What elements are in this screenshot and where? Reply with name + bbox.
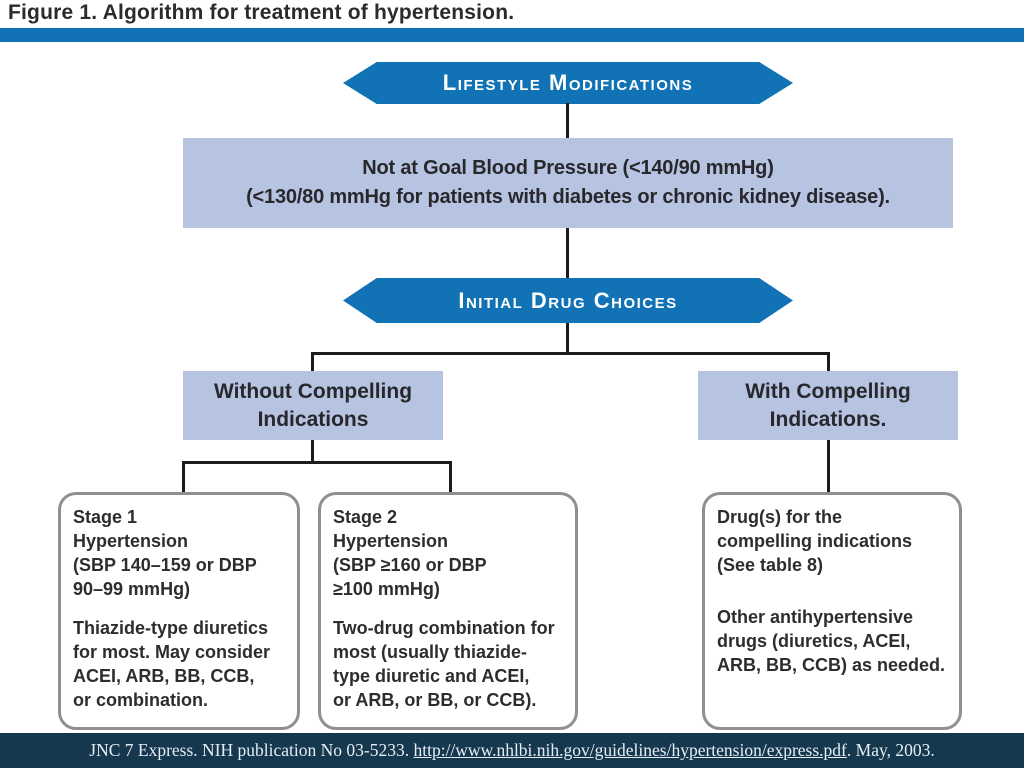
- title-accent-bar: [0, 28, 1024, 42]
- connector-to-stage2: [449, 461, 452, 494]
- connector-drugchoices-down: [566, 321, 569, 354]
- connector-to-without-box: [311, 352, 314, 372]
- footer-citation-prefix: JNC 7 Express. NIH publication No 03-523…: [89, 740, 414, 760]
- compelling-indications-drugs-box: Drug(s) for the compelling indications (…: [702, 492, 962, 730]
- with-compelling-indications-box: With Compelling Indications.: [698, 371, 958, 440]
- goal-bp-box: Not at Goal Blood Pressure (<140/90 mmHg…: [183, 138, 953, 228]
- stage1-heading: Stage 1 Hypertension (SBP 140–159 or DBP…: [73, 507, 257, 599]
- footer-citation-suffix: . May, 2003.: [846, 740, 935, 760]
- connector-to-stage1: [182, 461, 185, 494]
- connector-branch-horizontal: [311, 352, 830, 355]
- stage1-treatment: Thiazide-type diuretics for most. May co…: [73, 617, 271, 710]
- without-compelling-indications-box: Without Compelling Indications: [183, 371, 443, 440]
- footer-url-link[interactable]: http://www.nhlbi.nih.gov/guidelines/hype…: [413, 740, 847, 760]
- lifestyle-modifications-banner: Lifestyle Modifications: [343, 62, 793, 104]
- initial-drug-choices-label: Initial Drug Choices: [458, 287, 678, 313]
- connector-to-with-box: [827, 352, 830, 372]
- connector-lifestyle-to-goal: [566, 103, 569, 140]
- stage1-hypertension-box: Stage 1 Hypertension (SBP 140–159 or DBP…: [58, 492, 300, 730]
- stage2-hypertension-box: Stage 2 Hypertension (SBP ≥160 or DBP ≥1…: [318, 492, 578, 730]
- compelling-heading: Drug(s) for the compelling indications (…: [717, 507, 913, 575]
- lifestyle-modifications-label: Lifestyle Modifications: [442, 70, 694, 95]
- stage2-treatment: Two-drug combination for most (usually t…: [333, 617, 555, 710]
- connector-stage-horizontal: [182, 461, 452, 464]
- connector-without-down: [311, 440, 314, 462]
- footer-bar: JNC 7 Express. NIH publication No 03-523…: [0, 733, 1024, 768]
- initial-drug-choices-banner: Initial Drug Choices: [343, 278, 793, 323]
- stage2-heading: Stage 2 Hypertension (SBP ≥160 or DBP ≥1…: [333, 507, 487, 599]
- compelling-treatment: Other antihypertensive drugs (diuretics,…: [717, 606, 946, 675]
- connector-goal-to-drugchoices: [566, 228, 569, 280]
- connector-to-compelling: [827, 440, 830, 494]
- figure-title: Figure 1. Algorithm for treatment of hyp…: [8, 1, 515, 24]
